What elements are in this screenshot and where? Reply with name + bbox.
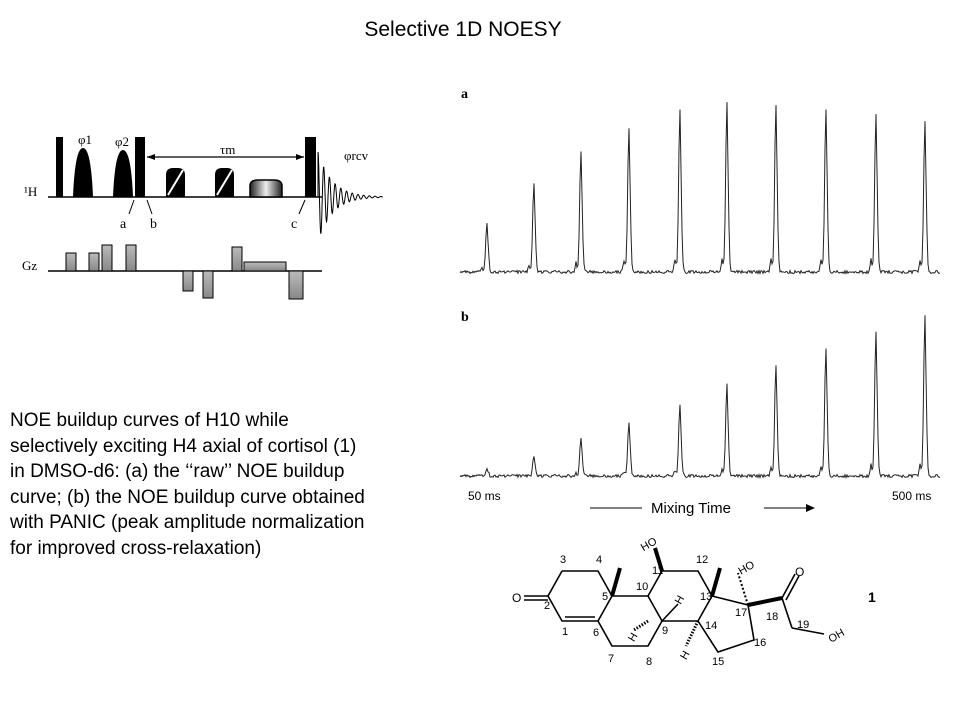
atom-label-12: 12 xyxy=(696,554,708,566)
h10-bond xyxy=(661,603,679,622)
atom-label-11: 11 xyxy=(652,565,663,577)
hard-pulse-1 xyxy=(56,137,63,197)
atom-label-19: 19 xyxy=(797,619,809,631)
point-a-arrow xyxy=(128,199,135,215)
atom-label-2: 2 xyxy=(544,600,550,612)
atom-label-9: 9 xyxy=(662,625,668,637)
h9-label: H xyxy=(626,631,640,644)
c20-carbonyl-2 xyxy=(785,575,800,601)
selective-pulse-2 xyxy=(113,150,133,197)
c17-c20-bond xyxy=(747,596,783,607)
panel-a-label: a xyxy=(461,87,468,102)
atom-label-10: 10 xyxy=(636,581,648,593)
atom-label-15: 15 xyxy=(712,656,724,668)
compound-number: 1 xyxy=(868,589,876,605)
atom-label-16: 16 xyxy=(754,637,766,649)
heteroatom-labels: O O HO HO OH H H H 1 xyxy=(512,535,876,662)
ring-d xyxy=(697,595,755,653)
receiver-phase-label: φrcv xyxy=(344,148,369,163)
gradient-channel-label: Gz xyxy=(22,258,37,273)
ring-b xyxy=(597,595,663,647)
mixing-arrow-left-head xyxy=(147,154,155,160)
gradient-pulse-1 xyxy=(65,252,77,272)
h14-label: H xyxy=(678,649,692,662)
point-c-label: c xyxy=(291,217,297,232)
pulse-sequence-diagram: ¹H φ1 φ2 τm φrcv a b c xyxy=(22,132,383,300)
peak-marks xyxy=(487,97,925,476)
gradient-pulse-2 xyxy=(88,252,100,272)
read-pulse-2 xyxy=(312,137,316,197)
adiabatic-sweep-2 xyxy=(216,169,233,196)
c20-c21-bond xyxy=(781,597,793,629)
atom-label-8: 8 xyxy=(646,656,652,668)
axis-arrow-head xyxy=(806,504,815,512)
c20-oxygen: O xyxy=(795,565,804,579)
gradient-pulse-6 xyxy=(202,270,214,299)
h10-label: H xyxy=(673,594,687,607)
atom-label-3: 3 xyxy=(560,554,566,566)
mixing-arrow-right-head xyxy=(296,154,304,160)
fid-signal xyxy=(317,151,383,234)
c17-hydroxyl: HO xyxy=(736,559,757,578)
c19-methyl xyxy=(610,567,622,597)
spectrum-a-trace xyxy=(459,102,941,276)
c11-oh-bond xyxy=(653,547,664,572)
mixing-time-axis-label: Mixing Time xyxy=(651,500,731,517)
phase-label-1: φ1 xyxy=(78,132,92,147)
cortisol-structure xyxy=(524,547,825,653)
gradient-pulse-5 xyxy=(182,270,194,292)
ketone-oxygen: O xyxy=(512,591,521,605)
slide-title: Selective 1D NOESY xyxy=(364,18,562,41)
point-a-label: a xyxy=(120,217,127,232)
atom-label-18: 18 xyxy=(766,611,778,623)
gradient-pulse-4 xyxy=(125,244,137,272)
atom-label-6: 6 xyxy=(593,627,599,639)
atom-label-1: 1 xyxy=(562,626,568,638)
c21-o-bond xyxy=(791,627,825,635)
atom-label-14: 14 xyxy=(705,620,717,632)
atom-label-4: 4 xyxy=(596,554,602,566)
panel-b-label: b xyxy=(461,310,469,325)
c21-hydroxyl: OH xyxy=(826,627,846,646)
hard-pulse-2 xyxy=(135,137,142,197)
adiabatic-sweep-1 xyxy=(167,169,184,196)
h9-bond xyxy=(633,619,649,632)
end-time-label: 500 ms xyxy=(892,489,931,503)
atom-label-5: 5 xyxy=(602,591,608,603)
point-b-arrow xyxy=(146,199,153,215)
spectra-panel: a b 50 ms 500 ms Mixing Time xyxy=(459,87,941,517)
mixing-time-label: τm xyxy=(220,142,235,157)
proton-channel-label: ¹H xyxy=(24,184,37,199)
start-time-label: 50 ms xyxy=(468,489,501,503)
selective-pulse-1 xyxy=(73,148,93,197)
c17-oh-bond xyxy=(737,572,749,606)
gradient-pulse-3 xyxy=(101,244,113,272)
gradient-pulse-8 xyxy=(243,261,287,272)
h14-bond xyxy=(684,620,700,647)
phase-label-2: φ2 xyxy=(115,134,129,149)
ring-c xyxy=(647,570,713,622)
atom-label-7: 7 xyxy=(608,653,614,665)
c18-methyl xyxy=(710,567,722,597)
c20-carbonyl xyxy=(781,573,796,599)
gradient-pulse-7 xyxy=(231,246,243,272)
read-pulse-1 xyxy=(305,137,314,197)
spectrum-b-trace xyxy=(459,315,941,480)
point-b-label: b xyxy=(150,217,157,232)
point-c-arrow xyxy=(298,199,306,215)
figure-caption: NOE buildup curves of H10 while selectiv… xyxy=(10,410,365,559)
hard-pulse-3 xyxy=(140,137,145,197)
atom-label-13: 13 xyxy=(700,591,712,603)
atom-label-17: 17 xyxy=(735,607,747,619)
chirp-pulse xyxy=(249,179,283,198)
gradient-pulse-9 xyxy=(288,270,304,300)
